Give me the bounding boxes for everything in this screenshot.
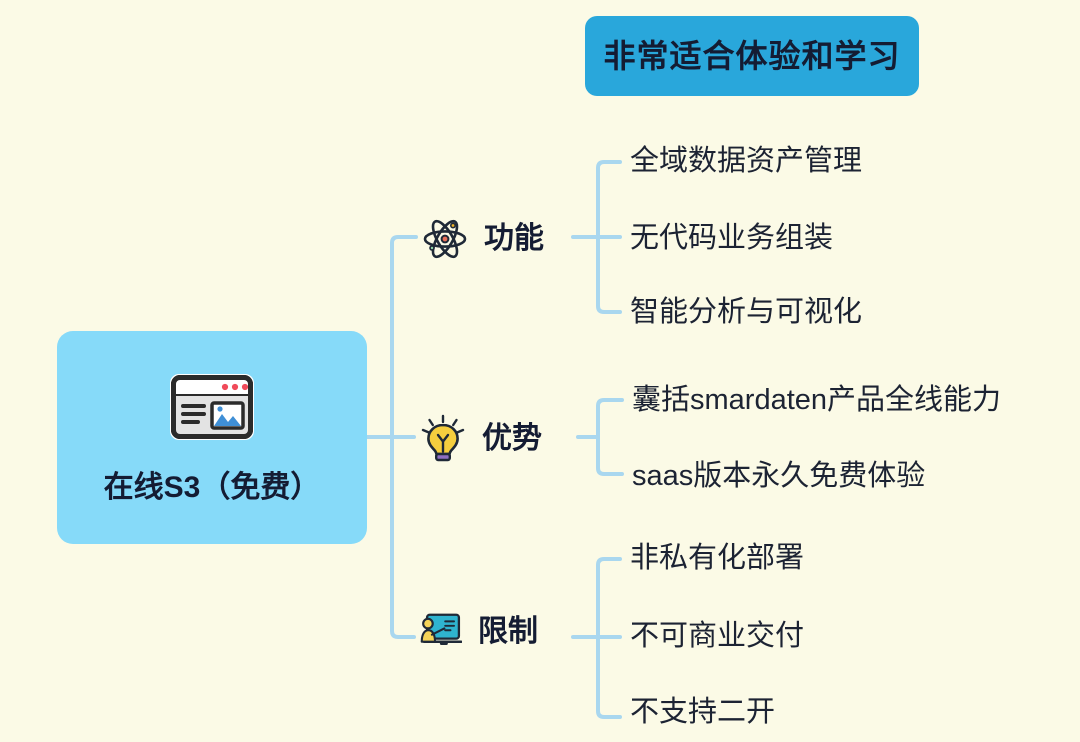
lightbulb-icon bbox=[420, 414, 466, 462]
leaf-function-3[interactable]: 智能分析与可视化 bbox=[630, 296, 863, 328]
leaf-limitation-2[interactable]: 不可商业交付 bbox=[630, 620, 805, 652]
leaf-advantage-2[interactable]: saas版本永久免费体验 bbox=[632, 460, 926, 492]
root-node[interactable]: 在线S3（免费） bbox=[57, 331, 367, 544]
leaf-function-2[interactable]: 无代码业务组装 bbox=[630, 222, 834, 254]
header-badge-label: 非常适合体验和学习 bbox=[603, 38, 901, 74]
branch-function-label: 功能 bbox=[484, 222, 544, 255]
leaf-advantage-1[interactable]: 囊括smardaten产品全线能力 bbox=[632, 384, 1002, 416]
branch-limitation-label: 限制 bbox=[478, 615, 538, 648]
leaf-function-1[interactable]: 全域数据资产管理 bbox=[630, 145, 863, 177]
browser-window-icon bbox=[168, 372, 256, 447]
branch-limitation[interactable]: 限制 bbox=[416, 609, 538, 655]
wire-bracket-limitation bbox=[596, 557, 622, 719]
leaf-limitation-3[interactable]: 不支持二开 bbox=[630, 696, 776, 728]
leaf-limitation-1[interactable]: 非私有化部署 bbox=[630, 542, 805, 574]
branch-function[interactable]: 功能 bbox=[422, 216, 544, 262]
wire-bracket-function bbox=[596, 160, 622, 314]
atom-icon bbox=[422, 216, 468, 262]
branch-advantage[interactable]: 优势 bbox=[420, 414, 542, 462]
wire-bracket-advantage bbox=[596, 398, 624, 476]
root-node-label: 在线S3（免费） bbox=[103, 471, 321, 504]
header-badge: 非常适合体验和学习 bbox=[585, 16, 919, 96]
branch-advantage-label: 优势 bbox=[482, 422, 542, 455]
presentation-teacher-icon bbox=[416, 609, 462, 655]
wire-main-trunk bbox=[390, 235, 418, 639]
